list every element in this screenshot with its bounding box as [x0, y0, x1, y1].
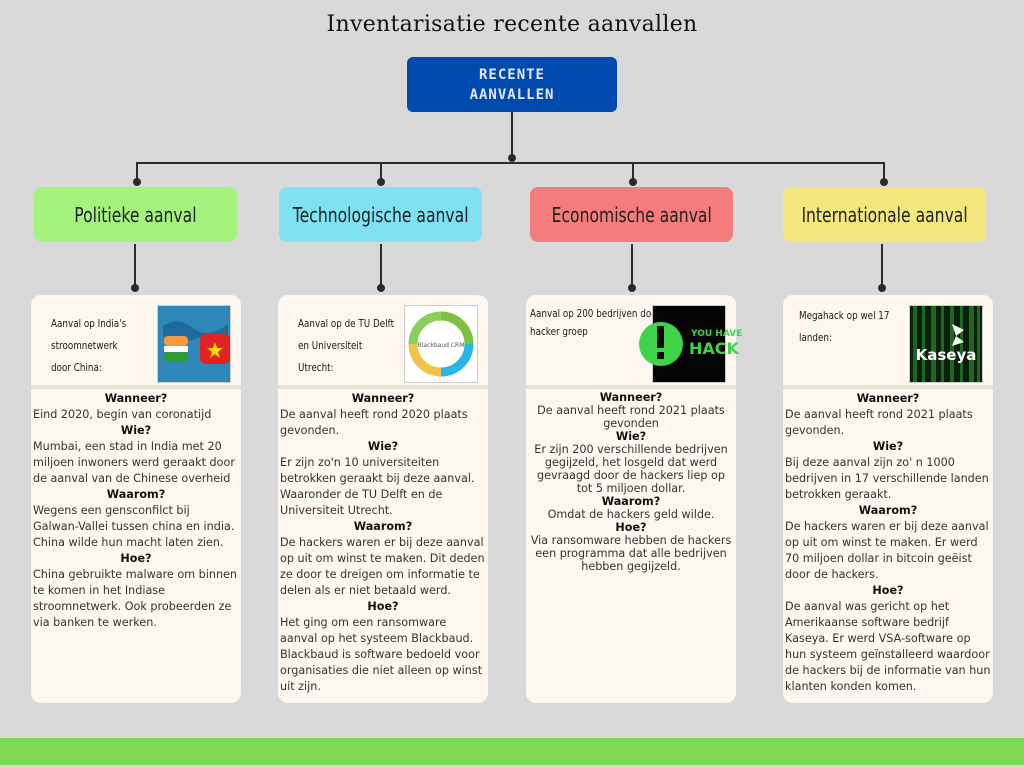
card-body: Wanneer? De aanval heeft rond 2021 plaat… — [783, 389, 993, 695]
connector-card-2 — [380, 244, 382, 288]
card-heading-line: Megahack op wel 17 — [799, 309, 890, 322]
root-node-recente-aanvallen: RECENTE AANVALLEN — [407, 57, 617, 112]
card-heading-line: Aanval op 200 bedrijven door — [530, 307, 661, 320]
question-wie: Wie? — [872, 440, 904, 453]
answer-wanneer: De aanval heeft rond 2021 plaats gevonde… — [785, 408, 973, 437]
card-heading: Aanval op India's stroomnetwerk door Chi… — [51, 313, 171, 379]
connector-horizontal — [136, 162, 885, 164]
svg-text:Kaseya: Kaseya — [916, 346, 977, 364]
card-heading: Aanval op 200 bedrijven door hacker groe… — [530, 305, 660, 341]
connector-branch-2 — [380, 162, 382, 182]
connector-card-4 — [881, 244, 883, 288]
category-internationale-aanval: Internationale aanval — [783, 187, 986, 242]
card-heading-line: stroomnetwerk — [51, 339, 118, 352]
footer-bar — [0, 738, 1024, 765]
category-technologische-aanval: Technologische aanval — [279, 187, 482, 242]
connector-card-2-dot — [377, 284, 385, 292]
category-label: Technologische aanval — [292, 202, 469, 227]
card-header: Aanval op de TU Delft en Universiteit Ut… — [278, 295, 488, 389]
answer-wie: Bij deze aanval zijn zo' n 1000 bedrijve… — [785, 456, 989, 501]
category-politieke-aanval: Politieke aanval — [34, 187, 237, 242]
card-body: Wanneer? De aanval heeft rond 2020 plaat… — [278, 389, 488, 695]
question-waarom: Waarom? — [601, 495, 661, 508]
category-economische-aanval: Economische aanval — [530, 187, 733, 242]
svg-text:HACK: HACK — [689, 339, 740, 358]
question-waarom: Waarom? — [858, 504, 918, 517]
question-hoe: Hoe? — [367, 600, 399, 613]
connector-card-1-dot — [131, 284, 139, 292]
connector-branch-3 — [632, 162, 634, 182]
answer-waarom: De hackers waren er bij deze aanval op u… — [785, 520, 989, 581]
question-hoe: Hoe? — [615, 521, 647, 534]
question-wanneer: Wanneer? — [104, 392, 168, 405]
card-heading-line: Aanval op de TU Delft — [298, 317, 395, 330]
blackbaud-crm-logo: Blackbaud CRM — [404, 305, 478, 383]
answer-wie: Er zijn 200 verschillende bedrijven gegi… — [534, 443, 728, 495]
root-node-line1: RECENTE — [478, 66, 545, 83]
connector-branch-1 — [136, 162, 138, 182]
card-heading-line: Aanval op India's — [51, 317, 127, 330]
answer-hoe: China gebruikte malware om binnen te kom… — [33, 568, 238, 629]
connector-branch-4-dot — [880, 178, 888, 186]
answer-wie: Mumbai, een stad in India met 20 miljoen… — [33, 440, 235, 485]
card-body: Wanneer? Eind 2020, begin van coronatijd… — [31, 389, 241, 631]
question-wanneer: Wanneer? — [351, 392, 415, 405]
card-body: Wanneer? De aanval heeft rond 2021 plaat… — [526, 389, 736, 573]
kaseya-logo: Kaseya — [909, 305, 983, 383]
connector-root-dot — [508, 154, 516, 162]
you-have-been-hacked-icon: YOU HAVE HACK — [639, 305, 742, 383]
question-wanneer: Wanneer? — [599, 391, 663, 404]
card-header: Megahack op wel 17 landen: Kaseya — [783, 295, 993, 389]
answer-waarom: Omdat de hackers geld wilde. — [547, 508, 715, 521]
answer-wanneer: De aanval heeft rond 2020 plaats gevonde… — [280, 408, 468, 437]
card-header: Aanval op India's stroomnetwerk door Chi… — [31, 295, 241, 389]
category-label: Economische aanval — [551, 202, 712, 227]
card-heading-line: door China: — [51, 361, 102, 374]
question-hoe: Hoe? — [120, 552, 152, 565]
page-title: Inventarisatie recente aanvallen — [326, 12, 698, 37]
connector-branch-4 — [883, 162, 885, 182]
question-hoe: Hoe? — [872, 584, 904, 597]
india-china-fists-icon — [157, 305, 231, 383]
card-internationale-aanval: Megahack op wel 17 landen: Kaseya Wannee… — [783, 295, 993, 703]
category-label: Internationale aanval — [801, 202, 968, 227]
connector-branch-1-dot — [133, 178, 141, 186]
connector-branch-3-dot — [629, 178, 637, 186]
question-waarom: Waarom? — [353, 520, 413, 533]
question-wie: Wie? — [367, 440, 399, 453]
answer-hoe: De aanval was gericht op het Amerikaanse… — [785, 600, 991, 693]
card-politieke-aanval: Aanval op India's stroomnetwerk door Chi… — [31, 295, 241, 703]
answer-waarom: De hackers waren er bij deze aanval op u… — [280, 536, 485, 597]
root-node-line2: AANVALLEN — [469, 86, 555, 103]
question-wanneer: Wanneer? — [856, 392, 920, 405]
connector-card-3-dot — [628, 284, 636, 292]
answer-wanneer: Eind 2020, begin van coronatijd — [33, 408, 212, 421]
connector-card-3 — [631, 244, 633, 288]
answer-waarom: Wegens een gensconfilct bij Galwan-Valle… — [33, 504, 235, 549]
card-heading-line: en Universiteit — [298, 339, 363, 352]
svg-text:YOU HAVE: YOU HAVE — [690, 329, 742, 339]
answer-wie: Er zijn zo'n 10 universiteiten betrokken… — [280, 456, 475, 517]
question-wie: Wie? — [615, 430, 647, 443]
connector-card-1 — [134, 244, 136, 288]
card-heading-line: landen: — [799, 331, 832, 344]
answer-hoe: Het ging om een ransomware aanval op het… — [280, 616, 483, 693]
question-wie: Wie? — [120, 424, 152, 437]
connector-branch-2-dot — [377, 178, 385, 186]
card-heading: Aanval op de TU Delft en Universiteit Ut… — [298, 313, 418, 379]
connector-card-4-dot — [878, 284, 886, 292]
card-heading: Megahack op wel 17 landen: — [799, 305, 919, 349]
question-waarom: Waarom? — [106, 488, 166, 501]
svg-text:Blackbaud CRM: Blackbaud CRM — [418, 342, 465, 349]
card-economische-aanval: Aanval op 200 bedrijven door hacker groe… — [526, 295, 742, 703]
category-label: Politieke aanval — [74, 202, 197, 227]
answer-wanneer: De aanval heeft rond 2021 plaats gevonde… — [537, 404, 725, 430]
card-heading-line: Utrecht: — [298, 361, 334, 374]
card-heading-line: hacker groep — [530, 325, 588, 338]
answer-hoe: Via ransomware hebben de hackers een pro… — [530, 534, 732, 573]
card-header: Aanval op 200 bedrijven door hacker groe… — [526, 295, 742, 389]
connector-root-vertical — [511, 112, 513, 158]
card-technologische-aanval: Aanval op de TU Delft en Universiteit Ut… — [278, 295, 488, 703]
